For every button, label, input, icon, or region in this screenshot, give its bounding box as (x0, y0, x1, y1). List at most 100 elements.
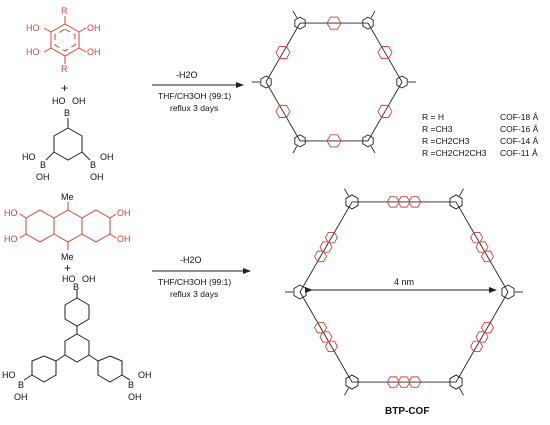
boron-label-7: B (90, 160, 96, 170)
framework-edge (367, 111, 386, 142)
boronate-linker-ring (314, 250, 328, 262)
framework-node-ring (396, 75, 408, 89)
boronate-linker-ring (397, 196, 411, 208)
oh-label-4: OH (87, 47, 101, 57)
boronate-linker-ring (324, 340, 338, 353)
framework-edge (384, 52, 403, 83)
framework-edge (384, 81, 403, 112)
tpb-boron-label-3: OH (82, 274, 96, 284)
framework-edge (299, 246, 327, 293)
boronate-linker-ring (319, 241, 333, 253)
legend-r-4: R =CH2CH2CH3 (422, 148, 487, 158)
btp-cof-product (285, 188, 523, 396)
boronate-linker-ring (314, 322, 328, 334)
boron-label-9: OH (90, 172, 104, 182)
tpb-boron-label-9: OH (128, 392, 142, 402)
tpb-boron-label-8: OH (138, 370, 152, 380)
boronate-linker-ring (386, 196, 400, 208)
framework-edge (299, 291, 327, 338)
boronate-linker-ring (275, 46, 291, 60)
boronate-linker-ring (475, 331, 489, 343)
framework-node-ring (362, 16, 374, 30)
boronate-linker-ring (408, 196, 422, 208)
conditions-2-minus-water: -H2O (180, 255, 202, 265)
boronate-linker-ring (324, 231, 338, 244)
anthracene-oh-3: HO (4, 234, 18, 244)
conditions-2-time: reflux 3 days (170, 289, 218, 299)
boronate-linker-ring (386, 376, 400, 388)
boronate-linker-ring (397, 376, 411, 388)
framework-node-ring (449, 374, 463, 390)
boron-label-1: HO (52, 96, 66, 106)
framework-node-ring (294, 16, 306, 30)
framework-node-ring (345, 194, 359, 210)
tpb-boron-label-6: OH (14, 392, 28, 402)
methyl-label-bottom: Me (61, 252, 74, 262)
framework-node-stub (370, 10, 376, 19)
cof-product-1 (252, 10, 416, 154)
conditions-2-solvent: THF/CH3OH (99:1) (158, 277, 231, 287)
boronate-linker-ring (480, 322, 494, 334)
legend-r-3: R =CH2CH3 (422, 136, 470, 146)
boron-label-5: B (40, 160, 46, 170)
boron-label-8: OH (100, 152, 114, 162)
plus-sign-1: + (61, 81, 68, 95)
anthracene-oh-2: OH (117, 208, 131, 218)
conditions-1-solvent: THF/CH3OH (99:1) (158, 91, 231, 101)
pore-size-label: 4 nm (394, 277, 414, 287)
tpb-boron-label-7: B (128, 380, 134, 390)
framework-node-ring (362, 134, 374, 148)
r-group-legend: R = H COF-18 Å R =CH3 COF-16 Å R =CH2CH3… (422, 112, 539, 158)
plus-sign-2: + (64, 261, 71, 275)
boron-label-4: HO (22, 152, 36, 162)
anthracene-oh-1: HO (4, 208, 18, 218)
framework-edge (367, 22, 386, 53)
tpb-boron-label-2: B (73, 282, 79, 292)
methyl-label-top: Me (61, 192, 74, 202)
framework-node-ring (449, 194, 463, 210)
boronate-linker-ring (326, 134, 342, 148)
reaction-arrow-1: -H2O THF/CH3OH (99:1) reflux 3 days (152, 70, 244, 113)
framework-node-stub (459, 387, 464, 396)
framework-edge (325, 201, 353, 248)
framework-edge (282, 111, 301, 142)
oh-label-2: OH (87, 23, 101, 33)
reaction-arrow-2: -H2O THF/CH3OH (99:1) reflux 3 days (152, 255, 251, 299)
conditions-1-minus-water: -H2O (176, 70, 198, 80)
framework-node-stub (370, 145, 376, 154)
boronate-linker-ring (326, 16, 342, 30)
framework-edge (481, 246, 509, 293)
framework-edge (265, 81, 284, 112)
boronate-linker-ring (480, 250, 494, 262)
framework-edge (481, 291, 509, 338)
oh-label-3: HO (26, 47, 40, 57)
framework-node-stub (344, 188, 349, 197)
boronate-linker-ring (470, 231, 484, 244)
reagent-benzene-triboronic-acid: HO B OH HO B OH B OH OH (22, 96, 114, 182)
r-label-top: R (61, 6, 68, 16)
framework-node-stub (344, 387, 349, 396)
boronate-linker-ring (408, 376, 422, 388)
boronate-linker-ring (319, 331, 333, 343)
tpb-boron-label-5: B (18, 380, 24, 390)
reagent-tetrahydroxybenzene: R R HO OH HO OH (26, 6, 101, 74)
boronate-linker-ring (470, 340, 484, 353)
boron-label-6: OH (36, 172, 50, 182)
anthracene-oh-4: OH (117, 234, 131, 244)
boronate-linker-ring (377, 104, 393, 118)
legend-cof-4: COF-11 Å (500, 148, 538, 158)
framework-node-stub (292, 145, 298, 154)
legend-cof-1: COF-18 Å (500, 112, 539, 122)
oh-label-1: HO (26, 23, 40, 33)
boron-label-3: OH (72, 96, 86, 106)
boronate-linker-ring (377, 46, 393, 60)
framework-edge (265, 52, 284, 83)
framework-edge (455, 336, 483, 383)
legend-cof-3: COF-14 Å (500, 136, 539, 146)
legend-r-2: R =CH3 (422, 124, 453, 134)
framework-node-ring (260, 75, 272, 89)
product-name-label: BTP-COF (385, 406, 429, 417)
boron-label-2: B (64, 108, 70, 118)
